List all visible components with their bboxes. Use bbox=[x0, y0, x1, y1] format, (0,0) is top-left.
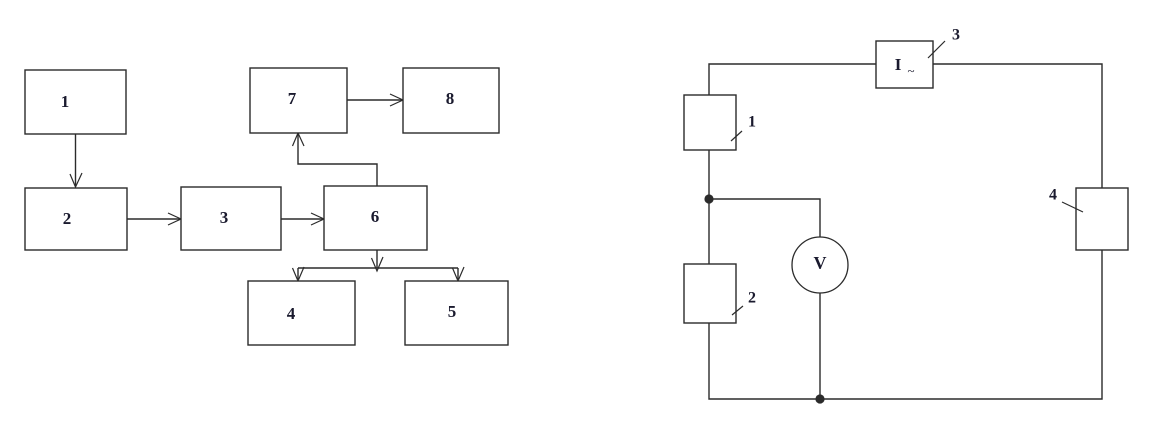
ammeter-symbol: I bbox=[895, 55, 902, 74]
block-6[interactable]: 6 bbox=[323, 185, 428, 251]
callout-3: 3 bbox=[927, 27, 960, 59]
block-2[interactable]: 2 bbox=[24, 187, 128, 251]
junction-node-lower bbox=[815, 394, 825, 404]
block-3-label: 3 bbox=[220, 208, 229, 227]
circuit-block-2[interactable] bbox=[683, 263, 737, 324]
circuit-block-3-ammeter[interactable]: I ~ bbox=[875, 40, 934, 89]
junction-node-upper bbox=[704, 194, 714, 204]
block-3[interactable]: 3 bbox=[180, 186, 282, 251]
block-8-label: 8 bbox=[446, 89, 455, 108]
circuit-block-4-label: 4 bbox=[1049, 187, 1057, 204]
circuit-block-2-label: 2 bbox=[748, 290, 756, 307]
circuit-wiring bbox=[708, 63, 1103, 400]
block-2-label: 2 bbox=[63, 209, 72, 228]
ammeter-symbol-subscript: ~ bbox=[907, 63, 914, 78]
connector-6-to-4-and-5 bbox=[291, 250, 465, 283]
block-4-label: 4 bbox=[287, 304, 296, 323]
callout-1: 1 bbox=[730, 114, 756, 142]
block-1[interactable]: 1 bbox=[24, 69, 127, 135]
block-diagram-left: 1 2 3 6 7 bbox=[24, 67, 509, 346]
connector-6-to-7 bbox=[291, 131, 378, 186]
block-8[interactable]: 8 bbox=[402, 67, 500, 134]
circuit-block-3-label: 3 bbox=[952, 27, 960, 44]
connector-2-to-3 bbox=[127, 212, 183, 226]
connector-1-to-2 bbox=[69, 134, 83, 189]
connector-3-to-6 bbox=[281, 212, 326, 226]
connector-7-to-8 bbox=[347, 93, 405, 107]
block-1-label: 1 bbox=[61, 92, 70, 111]
block-6-label: 6 bbox=[371, 207, 380, 226]
voltmeter-label: V bbox=[814, 253, 827, 273]
callout-4: 4 bbox=[1049, 187, 1084, 213]
callout-2: 2 bbox=[731, 290, 756, 316]
circuit-diagram-right: 1 2 I ~ 3 bbox=[683, 27, 1129, 404]
circuit-block-4[interactable] bbox=[1075, 187, 1129, 251]
block-7[interactable]: 7 bbox=[249, 67, 348, 134]
block-7-label: 7 bbox=[288, 89, 297, 108]
circuit-block-1[interactable] bbox=[683, 94, 737, 151]
voltmeter[interactable]: V bbox=[791, 236, 849, 294]
block-4[interactable]: 4 bbox=[247, 280, 356, 346]
block-5-label: 5 bbox=[448, 302, 457, 321]
circuit-block-1-label: 1 bbox=[748, 114, 756, 131]
block-5[interactable]: 5 bbox=[404, 280, 509, 346]
